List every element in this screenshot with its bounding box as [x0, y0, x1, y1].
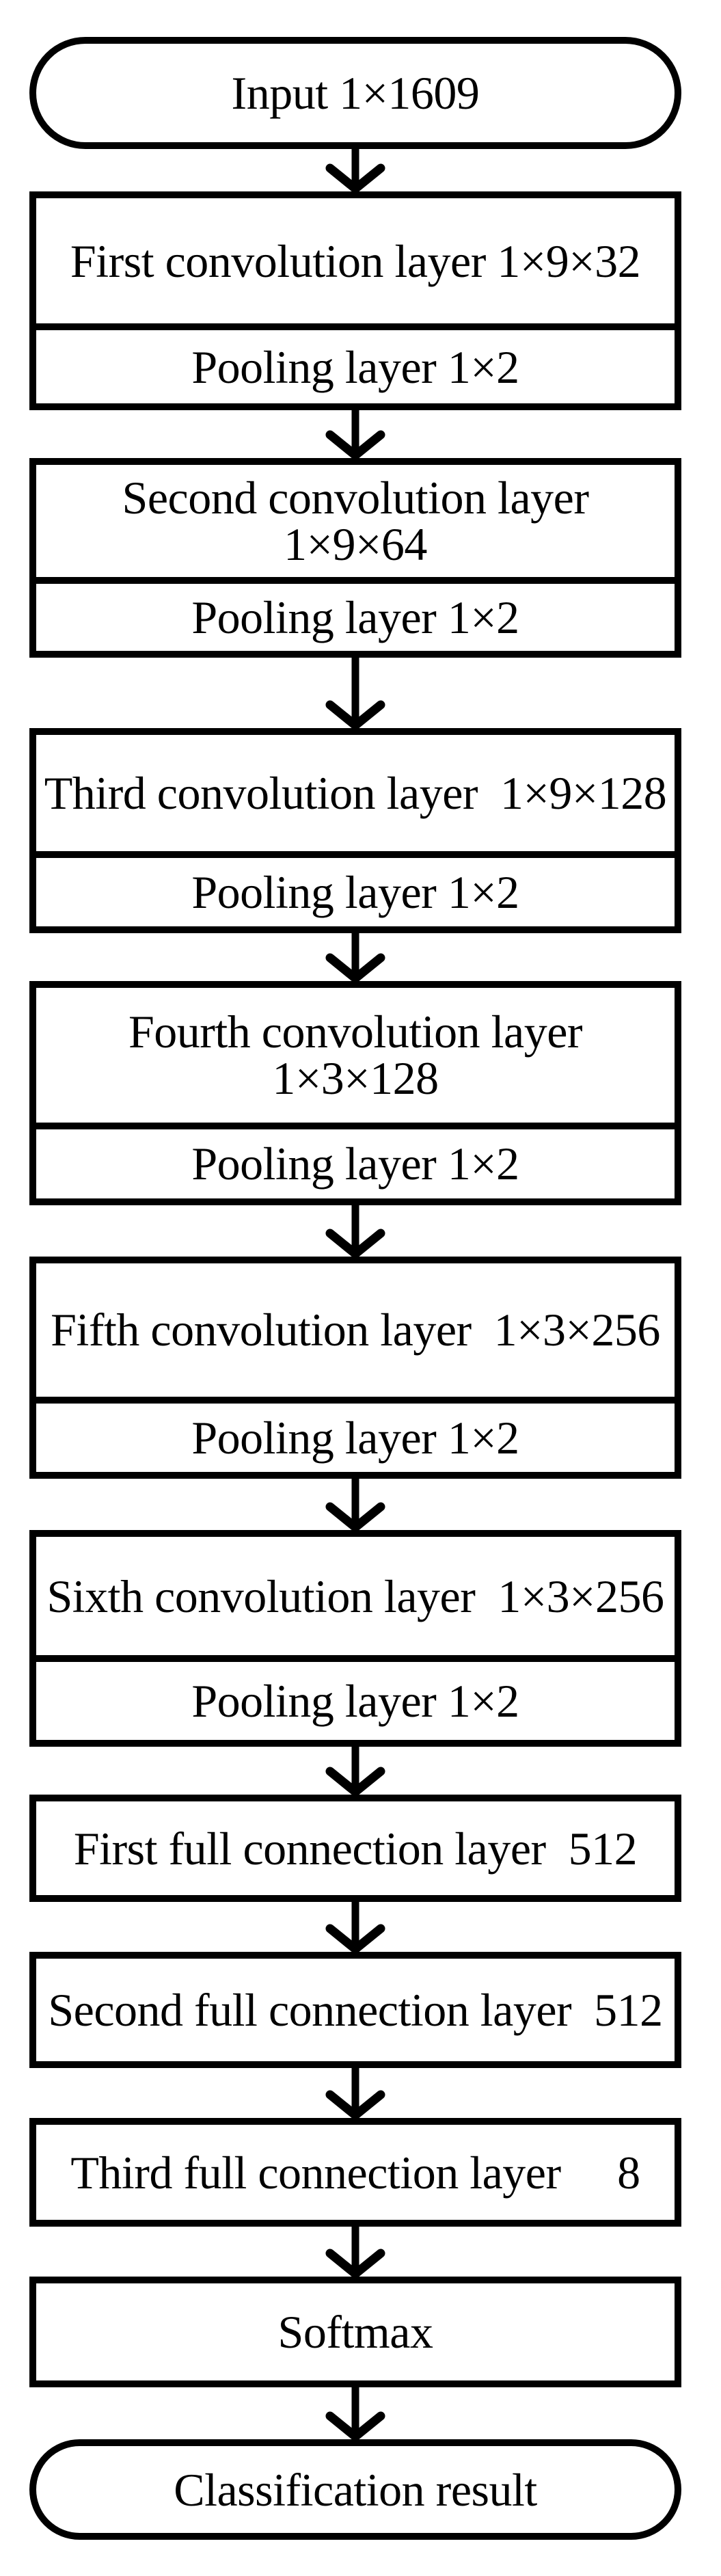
conv5-layer-cell: Fifth convolution layer 1×3×256	[36, 1263, 675, 1404]
fc2-label: Second full connection layer 512	[48, 1984, 663, 2036]
down-arrow-icon	[325, 2225, 385, 2278]
node-conv3: Third convolution layer 1×9×128 Pooling …	[29, 728, 681, 933]
conv6-pooling-cell: Pooling layer 1×2	[36, 1662, 675, 1740]
conv5-pooling-label: Pooling layer 1×2	[191, 1411, 519, 1464]
conv4-layer-cell: Fourth convolution layer 1×3×128	[36, 988, 675, 1129]
node-conv6: Sixth convolution layer 1×3×256 Pooling …	[29, 1530, 681, 1747]
conv5-pooling-cell: Pooling layer 1×2	[36, 1404, 675, 1473]
conv1-pooling-label: Pooling layer 1×2	[191, 340, 519, 393]
conv3-layer-label: Third convolution layer 1×9×128	[44, 766, 667, 819]
down-arrow-icon	[325, 1204, 385, 1258]
conv6-layer-label: Sixth convolution layer 1×3×256	[46, 1570, 664, 1622]
node-softmax: Softmax	[29, 2277, 681, 2387]
fc3-cell: Third full connection layer 8	[36, 2125, 675, 2220]
conv3-pooling-label: Pooling layer 1×2	[191, 866, 519, 918]
node-conv1: First convolution layer 1×9×32 Pooling l…	[29, 191, 681, 410]
conv2-pooling-label: Pooling layer 1×2	[191, 591, 519, 643]
node-input: Input 1×1609	[29, 37, 681, 149]
fc1-label: First full connection layer 512	[73, 1822, 638, 1875]
softmax-cell: Softmax	[36, 2283, 675, 2380]
conv4-layer-label: Fourth convolution layer 1×3×128	[128, 1006, 583, 1105]
node-conv5: Fifth convolution layer 1×3×256 Pooling …	[29, 1257, 681, 1479]
conv3-layer-cell: Third convolution layer 1×9×128	[36, 735, 675, 858]
down-arrow-icon	[325, 2386, 385, 2441]
node-fc2: Second full connection layer 512	[29, 1952, 681, 2068]
node-conv4: Fourth convolution layer 1×3×128 Pooling…	[29, 981, 681, 1205]
conv1-layer-label: First convolution layer 1×9×32	[70, 234, 641, 287]
node-conv2: Second convolution layer 1×9×64 Pooling …	[29, 458, 681, 658]
conv5-layer-label: Fifth convolution layer 1×3×256	[51, 1304, 660, 1356]
node-classification-result: Classification result	[29, 2439, 681, 2540]
down-arrow-icon	[325, 1477, 385, 1531]
conv3-pooling-cell: Pooling layer 1×2	[36, 858, 675, 927]
conv2-pooling-cell: Pooling layer 1×2	[36, 584, 675, 652]
softmax-label: Softmax	[277, 2306, 433, 2358]
node-fc3: Third full connection layer 8	[29, 2118, 681, 2227]
classification-result-label: Classification result	[174, 2463, 537, 2516]
down-arrow-icon	[325, 409, 385, 459]
down-arrow-icon	[325, 1745, 385, 1796]
fc3-label: Third full connection layer 8	[70, 2146, 640, 2199]
down-arrow-icon	[325, 656, 385, 729]
down-arrow-icon	[325, 932, 385, 982]
down-arrow-icon	[325, 2067, 385, 2119]
conv4-pooling-cell: Pooling layer 1×2	[36, 1129, 675, 1199]
conv6-layer-cell: Sixth convolution layer 1×3×256	[36, 1537, 675, 1662]
down-arrow-icon	[325, 149, 385, 193]
fc2-cell: Second full connection layer 512	[36, 1959, 675, 2061]
conv2-layer-cell: Second convolution layer 1×9×64	[36, 465, 675, 584]
conv1-layer-cell: First convolution layer 1×9×32	[36, 198, 675, 330]
conv2-layer-label: Second convolution layer 1×9×64	[122, 471, 589, 570]
conv4-pooling-label: Pooling layer 1×2	[191, 1138, 519, 1190]
node-input-label: Input 1×1609	[231, 67, 480, 119]
conv1-pooling-cell: Pooling layer 1×2	[36, 330, 675, 403]
fc1-cell: First full connection layer 512	[36, 1801, 675, 1895]
down-arrow-icon	[325, 1901, 385, 1953]
node-fc1: First full connection layer 512	[29, 1795, 681, 1902]
conv6-pooling-label: Pooling layer 1×2	[191, 1675, 519, 1727]
